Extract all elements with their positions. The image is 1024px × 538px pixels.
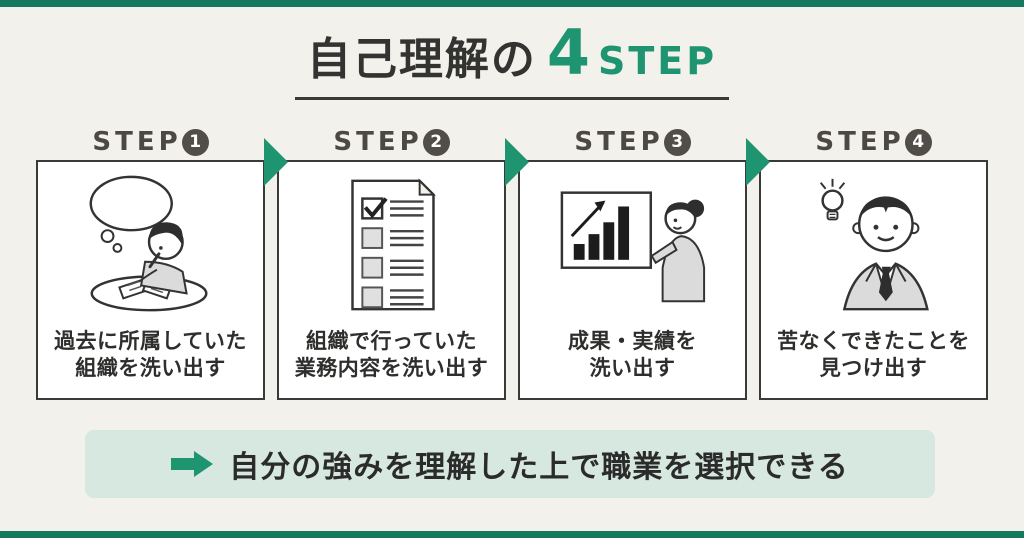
step-2-caption-line2: 業務内容を洗い出す (294, 356, 489, 380)
step-arrow-3-icon (746, 138, 770, 186)
conclusion-text: 自分の強みを理解した上で職業を選択できる (229, 450, 849, 485)
step-1-caption: 過去に所属していた 組織を洗い出す (54, 328, 247, 382)
step-2-card: 組織で行っていた 業務内容を洗い出す (277, 160, 506, 400)
step-3-header: STEP 3 (518, 124, 747, 160)
step-1-caption-line2: 組織を洗い出す (75, 356, 226, 380)
title-row: 自己理解の 4 STEP (0, 22, 1024, 100)
step-2-caption-line1: 組織で行っていた (306, 329, 477, 353)
right-arrow-icon (171, 451, 214, 477)
page-title: 自己理解の 4 STEP (294, 16, 730, 100)
step-1-caption-line1: 過去に所属していた (54, 329, 247, 353)
step-1-header: STEP 1 (36, 124, 265, 160)
step-1-number-badge: 1 (181, 128, 209, 156)
step-3-caption-line2: 洗い出す (589, 356, 676, 380)
step-2-header: STEP 2 (277, 124, 506, 160)
step-arrow-1-icon (264, 138, 288, 186)
step-3-number-badge: 3 (663, 128, 691, 156)
title-number: 4 (546, 16, 591, 89)
step-1-label: STEP (92, 127, 182, 157)
step-3-card: 成果・実績を 洗い出す (518, 160, 747, 400)
step-2-number-badge: 2 (422, 128, 450, 156)
checklist-illustration (313, 162, 471, 328)
step-4-label: STEP (815, 127, 905, 157)
step-4-caption-line2: 見つけ出す (819, 356, 928, 380)
step-4-header: STEP 4 (759, 124, 988, 160)
step-arrow-2-icon (505, 138, 529, 186)
step-3-caption: 成果・実績を 洗い出す (568, 328, 697, 382)
bottom-accent-bar (0, 531, 1024, 538)
title-suffix: STEP (598, 39, 718, 83)
growth-chart-presenter-illustration (554, 162, 712, 328)
title-prefix: 自己理解の (306, 34, 537, 85)
idea-man-illustration (795, 162, 953, 328)
step-3-caption-line1: 成果・実績を (568, 329, 697, 353)
top-accent-bar (0, 0, 1024, 7)
step-headers-row: STEP 1 STEP 2 STEP 3 STEP 4 (36, 124, 988, 160)
step-boxes-row: 過去に所属していた 組織を洗い出す (36, 160, 988, 400)
step-4-number-badge: 4 (904, 128, 932, 156)
step-4-card: 苦なくできたことを 見つけ出す (759, 160, 988, 400)
step-3-label: STEP (574, 127, 664, 157)
step-4-caption-line1: 苦なくできたことを (777, 329, 970, 353)
step-2-caption: 組織で行っていた 業務内容を洗い出す (295, 328, 489, 382)
steps-section: STEP 1 STEP 2 STEP 3 STEP 4 (36, 124, 988, 400)
step-1-card: 過去に所属していた 組織を洗い出す (36, 160, 265, 400)
thinking-writer-illustration (72, 162, 230, 328)
step-4-caption: 苦なくできたことを 見つけ出す (777, 328, 970, 382)
step-2-label: STEP (333, 127, 423, 157)
conclusion-banner: 自分の強みを理解した上で職業を選択できる (85, 430, 935, 498)
